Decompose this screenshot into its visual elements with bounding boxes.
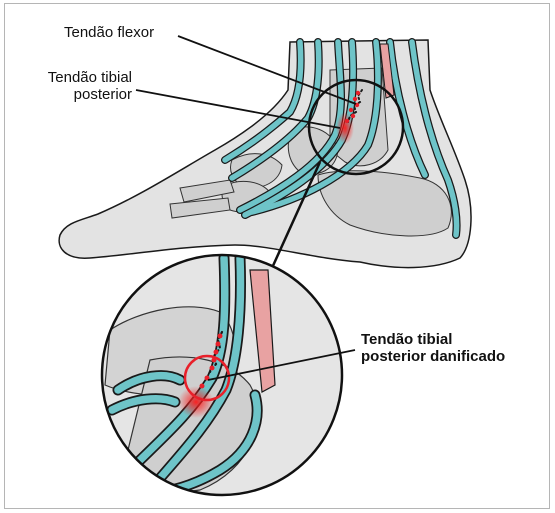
damaged-leader-line [207, 349, 356, 381]
zoom-connector-line [270, 161, 322, 269]
muscle-strip [379, 43, 395, 99]
tibial-tendon-label-line2: posterior [73, 86, 132, 103]
zoom-view [102, 255, 342, 495]
damaged-tendon-label: Tendão tibial posterior danificado [361, 331, 505, 365]
damaged-tendon-label-line2: posterior danificado [361, 348, 506, 365]
flexor-tendon-label: Tendão flexor [64, 24, 155, 41]
tibial-leader-line [135, 89, 341, 129]
tibial-tendon-label: Tendão tibial posterior [18, 69, 132, 103]
injury-highlight-circle [183, 354, 231, 402]
zoom-injury-glow [178, 386, 214, 418]
small-injury-area [336, 112, 354, 144]
small-magnifier-circle [307, 78, 405, 176]
damaged-tendon-label-line1: Tendão tibial [361, 331, 453, 348]
zoom-magnifier-circle [100, 253, 344, 497]
tibial-tendon-label-line1: Tendão tibial [47, 69, 132, 86]
flexor-leader-line [177, 35, 357, 105]
tendons-main [221, 38, 461, 239]
